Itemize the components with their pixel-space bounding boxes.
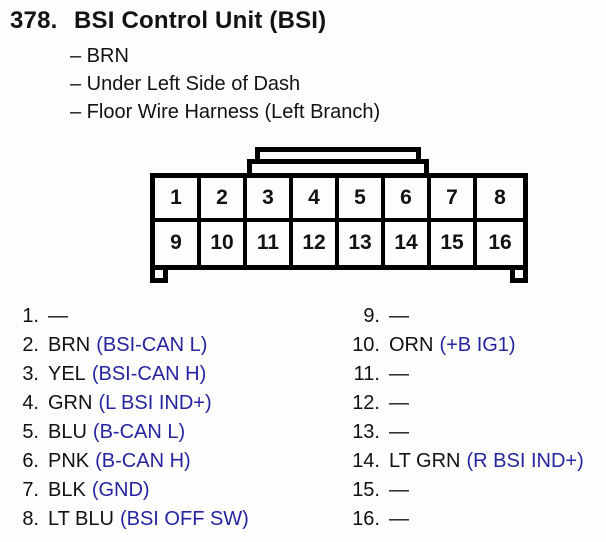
note-harness: – Floor Wire Harness (Left Branch) (70, 101, 381, 123)
pin-number: 12. (352, 392, 380, 414)
pin-cell-2: 2 (201, 178, 247, 222)
pin-wire-color: — (389, 421, 409, 443)
pin-cell-16: 16 (488, 231, 512, 255)
pin-cell-7: 7 (431, 178, 477, 222)
connector-latch-upper (255, 147, 421, 161)
note-location: – Under Left Side of Dash (70, 73, 301, 95)
pin-number: 4. (22, 392, 39, 414)
pin-signal: (BSI-CAN H) (91, 363, 207, 385)
pin-list-right: 9. — 10. ORN(+B IG1) 11. — 12. — 13. — 14. LT … (338, 302, 584, 534)
pin-cell-3: 3 (247, 178, 293, 222)
pin-row-5: 5. BLU(B-CAN L) (12, 418, 249, 447)
item-number: 378. (10, 7, 58, 34)
pin-signal: (GND) (91, 479, 150, 501)
pin-wire-color: ORN (389, 334, 434, 356)
pin-number: 10. (352, 334, 380, 356)
pin-wire-color: — (389, 479, 409, 501)
pin-cell-1: 1 (155, 178, 201, 222)
pin-row-7: 7. BLK(GND) (12, 476, 249, 505)
connector-foot-left (150, 269, 168, 283)
pin-cell-14: 14 (385, 221, 431, 265)
pin-wire-color: BLU (48, 421, 87, 443)
pin-cell-6: 6 (385, 178, 431, 222)
pin-number: 1. (22, 305, 39, 327)
pin-number: 11. (353, 363, 380, 385)
pin-wire-color: GRN (48, 392, 93, 414)
connector-notes: – BRN – Under Left Side of Dash – Floor … (70, 42, 380, 126)
pin-row-10: 10. ORN(+B IG1) (338, 331, 584, 360)
pin-number: 3. (22, 363, 39, 385)
pin-wire-color: — (389, 363, 409, 385)
pin-number: 13. (352, 421, 380, 443)
pin-number: 16. (352, 508, 380, 530)
pin-signal: (+B IG1) (439, 334, 516, 356)
pin-cell-15: 15 (431, 221, 477, 265)
pin-signal: (BSI-CAN L) (96, 334, 208, 356)
connector-pin-grid: 1 2 3 4 5 6 7 8 9 10 11 12 13 14 15 16 (150, 173, 528, 270)
pin-number: 2. (22, 334, 39, 356)
pin-list-left: 1. — 2. BRN(BSI-CAN L) 3. YEL(BSI-CAN H) 4.… (12, 302, 249, 534)
pin-signal: (B-CAN H) (95, 450, 191, 472)
pin-row-4: 4. GRN(L BSI IND+) (12, 389, 249, 418)
pin-row-3: 3. YEL(BSI-CAN H) (12, 360, 249, 389)
page-title: 378. BSI Control Unit (BSI) (10, 7, 326, 35)
pin-cell-11: 11 (247, 221, 293, 265)
pin-number: 15. (352, 479, 380, 501)
pin-cell-4: 4 (293, 178, 339, 222)
pin-number: 7. (22, 479, 39, 501)
pin-row-2: 2. BRN(BSI-CAN L) (12, 331, 249, 360)
pin-signal: (B-CAN L) (92, 421, 186, 443)
pin-wire-color: BRN (48, 334, 91, 356)
pin-cell-8: 8 (477, 178, 523, 222)
pin-signal: (L BSI IND+) (98, 392, 212, 414)
pin-cell-12: 12 (293, 221, 339, 265)
pin-cell-10: 10 (201, 221, 247, 265)
pin-signal: (BSI OFF SW) (119, 508, 249, 530)
connector-latch-lower (247, 159, 429, 174)
pin-row-8: 8. LT BLU(BSI OFF SW) (12, 505, 249, 534)
pin-row-14: 14. LT GRN(R BSI IND+) (338, 447, 584, 476)
pin-row-1: 1. — (12, 302, 249, 331)
pin-number: 9. (363, 305, 380, 327)
pin-wire-color: YEL (48, 363, 86, 385)
pin-wire-color: — (389, 305, 409, 327)
pin-signal: (R BSI IND+) (466, 450, 584, 472)
pin-row-13: 13. — (338, 418, 584, 447)
pin-row-11: 11. — (338, 360, 584, 389)
pin-wire-color: — (48, 305, 68, 327)
pin-number: 6. (22, 450, 39, 472)
pin-wire-color: BLK (48, 479, 86, 501)
pin-wire-color: — (389, 508, 409, 530)
pin-cell-9: 9 (155, 221, 201, 265)
connector-title: BSI Control Unit (BSI) (74, 7, 327, 34)
note-connector-color: – BRN (70, 45, 129, 67)
pin-row-9: 9. — (338, 302, 584, 331)
pin-row-12: 12. — (338, 389, 584, 418)
pin-wire-color: LT BLU (48, 508, 114, 530)
pin-cell-5: 5 (339, 178, 385, 222)
pin-number: 8. (22, 508, 39, 530)
pin-number: 5. (22, 421, 39, 443)
pin-row-6: 6. PNK(B-CAN H) (12, 447, 249, 476)
pin-row-16: 16. — (338, 505, 584, 534)
pin-wire-color: LT GRN (389, 450, 461, 472)
connector-foot-right (510, 269, 528, 283)
pin-cell-13: 13 (339, 221, 385, 265)
pin-row-15: 15. — (338, 476, 584, 505)
pin-number: 14. (352, 450, 380, 472)
pin-wire-color: — (389, 392, 409, 414)
pin-wire-color: PNK (48, 450, 90, 472)
